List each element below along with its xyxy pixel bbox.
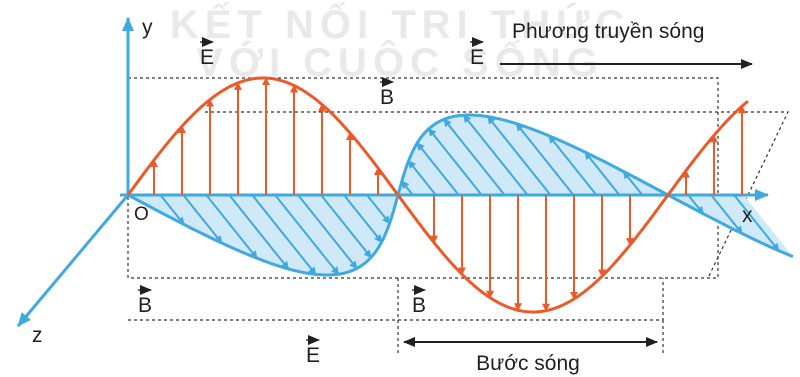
z-axis-label: z — [32, 324, 43, 347]
b-field-vector — [182, 194, 223, 244]
e-vector-label-2: E — [470, 37, 484, 69]
wavelength-label: Bước sóng — [476, 352, 580, 375]
b-field-vector — [366, 194, 391, 225]
e-label-text: E — [306, 344, 320, 367]
b-field-vector — [584, 151, 621, 196]
b-vector-label-3: B — [412, 285, 426, 317]
b-field-vector — [297, 194, 358, 270]
b-field-vector — [548, 135, 598, 196]
y-axis-label: y — [142, 16, 153, 39]
x-axis-label: x — [742, 204, 753, 227]
e-field-curve — [126, 76, 749, 314]
e-vector-label-3: E — [306, 335, 320, 367]
watermark-line-1: KẾT NỐI TRI THỨC — [170, 1, 630, 47]
b-field-vector — [407, 160, 437, 196]
b-field-vector — [228, 194, 290, 270]
b-field-vector — [205, 194, 258, 259]
b-field-vector — [401, 180, 414, 196]
b-field-vector — [710, 194, 743, 235]
b-label-text: B — [412, 294, 426, 317]
b-field-vector — [622, 170, 644, 196]
electric-field-wave — [126, 76, 749, 314]
b-field-vector — [733, 194, 780, 252]
b-field-vector — [487, 115, 552, 196]
b-field-vector — [251, 194, 317, 276]
b-field-vector — [343, 194, 383, 243]
b-vector-label-2: B — [138, 285, 152, 317]
b-field-vector — [416, 142, 460, 196]
z-axis — [16, 194, 130, 327]
e-label-text: E — [200, 46, 214, 69]
b-field-vector — [428, 128, 483, 196]
b-label-text: B — [138, 294, 152, 317]
b-vector-label-1: B — [380, 77, 394, 109]
b-label-text: B — [380, 86, 394, 109]
b-field-vector — [443, 118, 506, 196]
origin-label: O — [134, 204, 149, 225]
b-field-vector — [320, 194, 372, 259]
e-label-text: E — [470, 46, 484, 69]
e-vector-label-1: E — [200, 37, 214, 69]
b-field-vector — [687, 194, 704, 215]
b-field-vector — [159, 194, 185, 226]
b-field-vector — [462, 114, 529, 196]
propagation-label: Phương truyền sóng — [512, 20, 704, 43]
e-field-envelope-box — [127, 77, 719, 279]
b-field-vector — [274, 194, 340, 275]
b-field-envelope-box — [128, 278, 664, 321]
b-plane-outline — [205, 111, 789, 279]
b-field-vector — [515, 122, 575, 196]
